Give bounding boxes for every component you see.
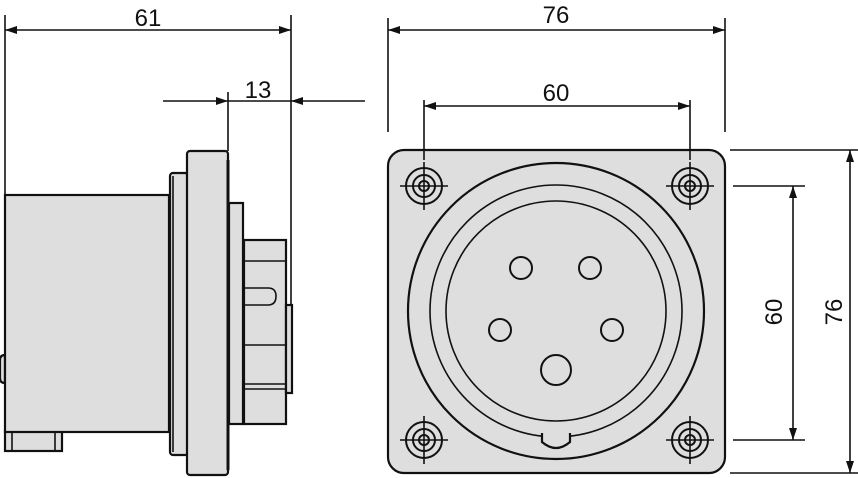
- pin-hole: [578, 256, 602, 280]
- side-plug: [242, 238, 288, 426]
- side-flange: [185, 149, 230, 477]
- dimension-label: 60: [543, 80, 570, 107]
- dimension-label: 13: [245, 77, 272, 104]
- earth-pin-hole: [540, 354, 572, 386]
- dimension-label: 76: [821, 299, 848, 326]
- side-latch: [284, 303, 294, 395]
- side-view: 61 13: [0, 5, 365, 477]
- dimension-label: 76: [543, 2, 570, 29]
- dimension-label: 61: [135, 5, 162, 32]
- side-body: [3, 193, 171, 434]
- mounting-hole: [666, 162, 714, 210]
- key-notch: [540, 433, 572, 450]
- mounting-hole: [400, 162, 448, 210]
- side-tab: [3, 429, 64, 453]
- mounting-hole: [666, 416, 714, 464]
- pin-hole: [509, 256, 533, 280]
- socket-outer-ring: [406, 161, 706, 461]
- side-plate: [227, 201, 245, 426]
- mounting-hole: [400, 416, 448, 464]
- front-view: 76 60 76 60: [386, 2, 858, 475]
- pin-hole: [600, 318, 624, 342]
- dimension-label: 60: [761, 299, 788, 326]
- pin-hole: [488, 318, 512, 342]
